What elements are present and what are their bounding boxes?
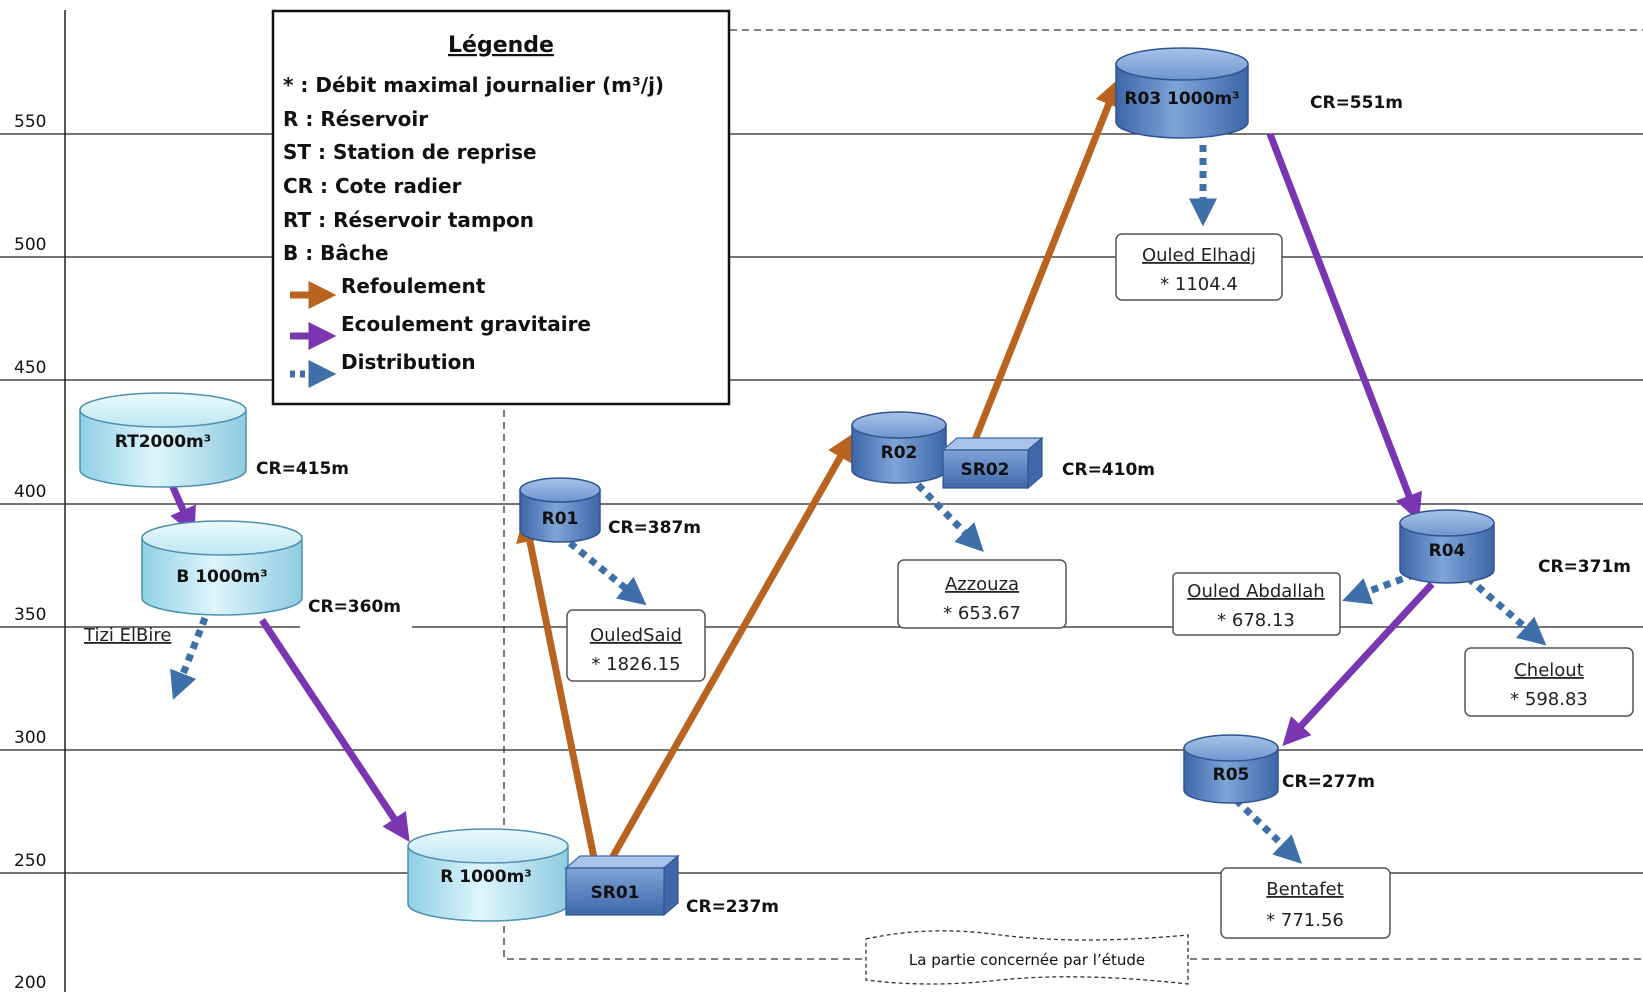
tick-label: 300 — [14, 728, 46, 748]
arrow-r05-to-bentafet — [1233, 797, 1303, 864]
tank-r1000: R 1000m³ — [407, 828, 569, 922]
tank-label: R 1000m³ — [440, 867, 531, 887]
arrow-r04-to-r05 — [1282, 581, 1435, 747]
tank-label: B 1000m³ — [176, 567, 267, 587]
tick-label: 500 — [14, 235, 46, 255]
tick-label: 200 — [14, 973, 46, 992]
cr-label: CR=237m — [686, 897, 779, 917]
refoulement-arrows — [516, 78, 1122, 860]
study-area-left-border — [503, 398, 866, 960]
cr-label: CR=387m — [608, 518, 701, 538]
locality-value: * 678.13 — [1217, 610, 1295, 631]
y-axis-ticks: 550 500 450 400 350 300 250 200 — [14, 112, 46, 992]
tank-r04: R04 — [1399, 509, 1495, 584]
tank-r01: R01 — [519, 477, 601, 543]
locality-name: OuledSaid — [590, 625, 682, 646]
locality-chelout: Chelout * 598.83 — [1464, 647, 1634, 717]
legend-frame — [271, 9, 731, 406]
legend: Légende * : Débit maximal journalier (m³… — [271, 9, 731, 406]
tick-label: 550 — [14, 112, 46, 132]
arrow-sr01-to-r01 — [516, 513, 598, 859]
legend-title: Légende — [448, 33, 554, 58]
cr-label: CR=410m — [1062, 460, 1155, 480]
locality-azzouza: Azzouza * 653.67 — [897, 559, 1067, 629]
legend-line: CR : Cote radier — [283, 174, 462, 198]
tank-r03: R03 1000m³ — [1115, 47, 1249, 139]
locality-name: Bentafet — [1266, 879, 1343, 900]
elevation-grid — [0, 133, 1643, 874]
cr-label: CR=277m — [1282, 772, 1375, 792]
tick-label: 450 — [14, 358, 46, 378]
legend-line: B : Bâche — [283, 241, 389, 265]
tank-label: R04 — [1429, 541, 1466, 561]
station-sr01: SR01 — [564, 854, 680, 917]
tank-label: R02 — [881, 443, 918, 463]
station-label: SR02 — [961, 460, 1010, 480]
locality-ouledsaid: OuledSaid * 1826.15 — [566, 609, 706, 682]
cr-label: CR=360m — [308, 597, 401, 617]
locality-name: Chelout — [1514, 660, 1584, 681]
legend-line: ST : Station de reprise — [283, 140, 537, 164]
cr-label: CR=371m — [1538, 557, 1631, 577]
tank-rt2000: RT2000m³ — [79, 392, 247, 488]
arrow-sr02-to-r03 — [971, 78, 1122, 442]
arrow-r03-to-r04 — [1266, 132, 1423, 522]
locality-ouledelhadj: Ouled Elhadj * 1104.4 — [1115, 233, 1283, 301]
legend-line: RT : Réservoir tampon — [283, 208, 534, 232]
locality-name: Azzouza — [945, 574, 1019, 595]
locality-bentafet: Bentafet * 771.56 — [1220, 867, 1391, 939]
locality-name: Ouled Elhadj — [1142, 245, 1256, 266]
locality-ouledabdallah: Ouled Abdallah * 678.13 — [1172, 572, 1341, 636]
tank-r05: R05 — [1183, 734, 1279, 804]
legend-arrow-label: Refoulement — [341, 274, 486, 298]
tank-label: RT2000m³ — [115, 432, 211, 452]
study-area-banner — [865, 930, 1189, 985]
cr-label: CR=551m — [1310, 93, 1403, 113]
arrow-r01-to-ouledsaid — [567, 540, 647, 606]
locality-value: * 1826.15 — [591, 654, 680, 675]
locality-value: * 771.56 — [1266, 910, 1344, 931]
locality-value: * 598.83 — [1510, 689, 1588, 710]
arrow-b-to-tizi — [170, 616, 209, 700]
cr-label: CR=415m — [256, 459, 349, 479]
tank-label: R03 1000m³ — [1124, 89, 1239, 109]
study-area-label: La partie concernée par l’étude — [909, 951, 1145, 969]
locality-value: * 1104.4 — [1160, 274, 1238, 295]
arrow-sr01-to-r02 — [608, 432, 855, 860]
tank-label: R05 — [1213, 765, 1250, 785]
tank-b1000: B 1000m³ — [141, 520, 303, 616]
study-area: La partie concernée par l’étude — [503, 29, 1643, 985]
tick-label: 250 — [14, 851, 46, 871]
arrow-r04-to-chelout — [1465, 575, 1547, 646]
station-sr02: SR02 — [941, 436, 1044, 490]
tick-label: 350 — [14, 605, 46, 625]
locality-name: Ouled Abdallah — [1187, 581, 1324, 602]
station-label: SR01 — [591, 883, 640, 903]
tank-r02: R02 — [851, 411, 947, 484]
legend-line: R : Réservoir — [283, 107, 428, 131]
arrow-b-to-r — [259, 618, 410, 842]
arrow-r02-to-azzouza — [915, 482, 984, 552]
legend-line: * : Débit maximal journalier (m³/j) — [283, 73, 664, 97]
legend-arrow-label: Ecoulement gravitaire — [341, 312, 591, 336]
tick-label: 400 — [14, 482, 46, 502]
arrow-rt-to-b — [168, 483, 196, 536]
locality-value: * 653.67 — [943, 603, 1021, 624]
legend-arrow-label: Distribution — [341, 350, 476, 374]
locality-name: Tizi ElBire — [83, 625, 171, 646]
tank-label: R01 — [542, 509, 579, 529]
gravitaire-arrows — [168, 132, 1435, 842]
